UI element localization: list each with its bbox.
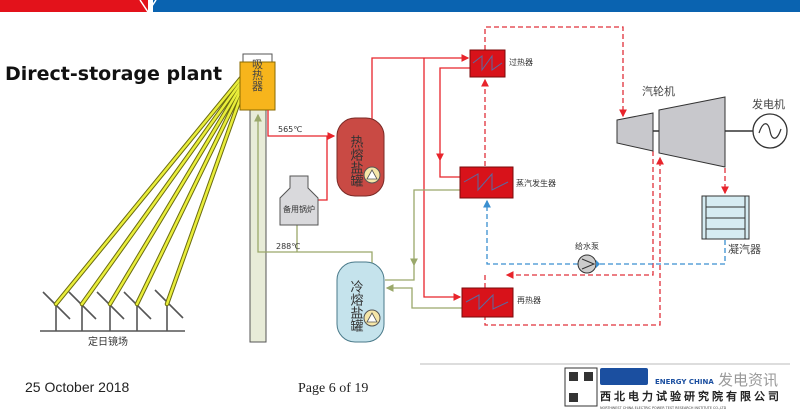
watermark-text: 发电资讯 — [718, 371, 778, 389]
feedwater-line — [597, 240, 726, 265]
slide-title: Direct-storage plant — [5, 63, 222, 85]
cold-temp-label: 288℃ — [276, 242, 300, 251]
header-red-band — [0, 0, 148, 12]
steam-generator-label: 蒸汽发生器 — [516, 178, 556, 188]
backup-boiler: 备用锅炉 — [279, 175, 319, 226]
heliostat-field-label: 定日镜场 — [88, 335, 128, 348]
cold-tank-label: 冷熔盐罐 — [348, 280, 364, 332]
receiver — [239, 61, 276, 111]
sun-beams — [54, 76, 243, 306]
generator: 发电机 — [752, 97, 788, 149]
footer-date: 25 October 2018 — [25, 379, 130, 395]
cold-salt-return — [410, 189, 460, 267]
condenser-label: 凝汽器 — [728, 242, 761, 256]
hot-salt-to-superheater — [371, 54, 470, 175]
page-number: Page 6 of 19 — [298, 381, 368, 396]
condenser: 凝汽器 — [701, 195, 761, 256]
hot-salt-line — [267, 110, 336, 140]
logo-brand: ENERGY CHINA — [655, 378, 714, 386]
feed-pump: 给水泵 — [575, 241, 600, 274]
main-steam-line — [484, 26, 627, 118]
company-logo: ENERGY CHINA 发电资讯 西北电力试验研究院有限公司 NORTHWES… — [564, 367, 782, 410]
reheat-steam-line — [505, 151, 654, 279]
receiver-label: 吸热器 — [251, 59, 264, 93]
logo-company-en: NORTHWEST CHINA ELECTRIC POWER TEST RESE… — [600, 406, 727, 410]
header-bar — [0, 0, 800, 14]
turbine-label: 汽轮机 — [642, 84, 675, 98]
logo-company: 西北电力试验研究院有限公司 — [600, 389, 782, 403]
superheater: 过热器 — [469, 49, 533, 78]
steam-turbine: 汽轮机 — [616, 84, 753, 168]
reheater-label: 再热器 — [517, 295, 541, 305]
steam-generator: 蒸汽发生器 — [459, 166, 556, 199]
reheater: 再热器 — [461, 287, 541, 318]
backup-boiler-label: 备用锅炉 — [283, 204, 315, 214]
cold-tank: 冷熔盐罐 — [336, 261, 385, 343]
hot-tank: 热熔盐罐 — [336, 117, 385, 197]
superheater-label: 过热器 — [509, 57, 533, 67]
hot-tank-label: 热熔盐罐 — [348, 135, 364, 187]
header-blue-band — [153, 0, 800, 12]
hot-temp-label: 565℃ — [278, 125, 302, 134]
heliostat-field: 定日镜场 — [40, 75, 244, 348]
ac-sine-icon — [758, 123, 782, 139]
generator-label: 发电机 — [752, 97, 785, 111]
feed-pump-label: 给水泵 — [575, 241, 599, 251]
